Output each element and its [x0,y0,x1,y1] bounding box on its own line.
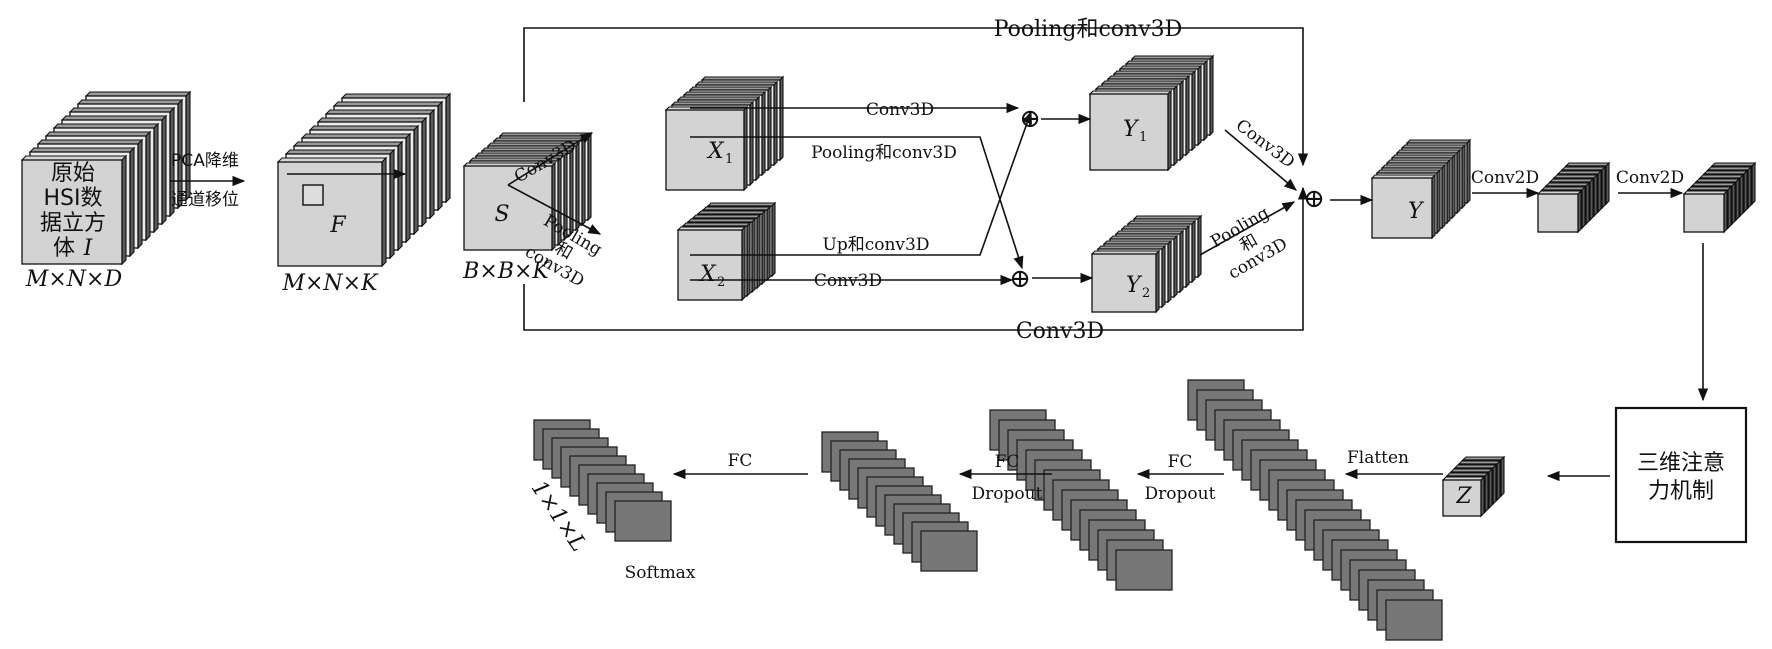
sum-node-1: ⊕ [1019,104,1041,134]
edge-label-flatten: Flatten [1347,448,1409,468]
y1-subscript: 1 [1139,130,1147,145]
edge-label-x1-plus1: Conv3D [866,100,934,120]
input-label-line1: 原始 [51,161,95,186]
edge-label-x2-plus2: Conv3D [814,271,882,291]
x2-label: X [698,262,717,287]
y1-cube [1088,54,1215,172]
input-label-line4: 体 [53,236,75,261]
edge-label-top-bypass: Pooling和conv3D [994,17,1183,42]
fc-stack-2 [989,409,1173,591]
arrow-s-to-x1 [507,132,594,186]
sum-node-2: ⊕ [1009,264,1031,294]
attention-label-line1: 三维注意 [1637,451,1725,476]
x2-subscript: 2 [717,275,725,290]
edge-label-dropout-2: Dropout [972,484,1043,504]
edge-label-x2-plus1: Up和conv3D [823,235,930,255]
attention-box [1614,406,1748,544]
arrow-top-bypass [523,27,1309,167]
connector-lines [170,27,1709,482]
channel-shift-label: 通道移位 [171,190,239,210]
attention-label-line2: 力机制 [1648,479,1714,504]
conv2d-2-cube [1682,161,1757,234]
edge-label-conv2d-conv2d: Conv2D [1616,168,1684,188]
edge-label-fc-1: FC [1168,452,1193,472]
fc-stack-3 [821,431,978,572]
edge-label-y-conv2d: Conv2D [1471,168,1539,188]
x1-subscript: 1 [725,152,733,167]
x2-cube [676,201,777,302]
edge-label-dropout-1: Dropout [1145,484,1216,504]
sum-nodes: ⊕ ⊕ ⊕ [1009,104,1325,294]
f-label: F [329,213,346,238]
fc-stack-1 [1187,379,1443,641]
y-cube [1370,138,1472,240]
s-dims: B×B×K [462,259,550,284]
edge-label-bottom-bypass: Conv3D [1016,319,1104,344]
f-dims: M×N×K [281,271,379,296]
input-cube [20,90,192,266]
x1-label: X [706,139,725,164]
input-label-var: I [83,236,94,261]
f-cube [276,92,452,268]
f-patch [302,184,324,206]
arrow-x2-to-plus1 [690,110,1032,256]
s-label: S [494,202,509,227]
arrow-x1-to-plus2 [690,136,1024,270]
input-dims: M×N×D [25,267,123,292]
z-label: Z [1455,484,1472,509]
y2-label: Y [1126,273,1143,298]
softmax-label: Softmax [625,563,696,583]
y1-label: Y [1123,117,1140,142]
x1-cube [664,75,785,192]
input-label-line2: HSI数 [44,186,103,211]
arrow-y2-to-plus3 [1199,201,1296,256]
arrow-y1-to-plus3 [1224,129,1297,191]
pca-label: PCA降维 [171,151,239,171]
conv2d-1-cube [1536,161,1611,234]
edge-label-x1-plus2: Pooling和conv3D [811,143,957,163]
output-stack [533,419,672,542]
input-label-line3: 据立方 [40,211,106,236]
arrow-s-to-x2 [507,184,602,235]
y-label: Y [1408,199,1425,224]
arrow-bottom-bypass [523,186,1309,331]
z-cube [1441,455,1506,518]
sum-node-3: ⊕ [1303,184,1325,214]
s-cube [462,131,593,252]
y2-subscript: 2 [1142,286,1150,301]
edge-label-fc-3: FC [728,451,753,471]
edge-label-fc-2: FC [995,452,1020,472]
y2-cube [1090,214,1203,314]
